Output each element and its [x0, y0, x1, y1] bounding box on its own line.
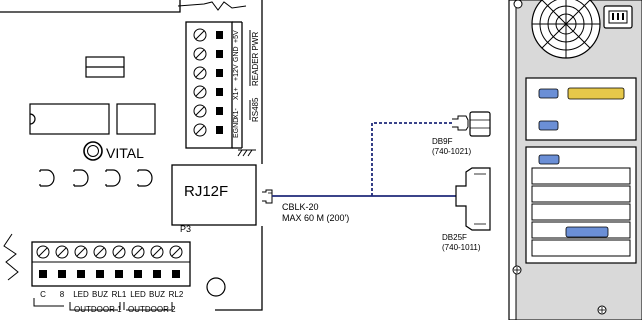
screw-terminal-4 [193, 66, 223, 80]
cable-dashed-branch [371, 122, 452, 196]
db25f-connector [455, 167, 491, 231]
bottom-screw-terminal-8 [169, 245, 183, 278]
p3-label: P3 [180, 224, 191, 234]
slot-serial-port [538, 154, 560, 165]
right-pin-label: GND [233, 46, 240, 62]
bottom-screw-terminal-2 [55, 245, 69, 278]
db25-port [565, 226, 609, 238]
pc-rear-panel [508, 0, 642, 320]
cable-cblk-20 [272, 122, 456, 197]
pc-chassis [508, 0, 642, 320]
right-pin-label: +5V [233, 30, 240, 43]
bottom-pin-label: BUZ [92, 290, 108, 299]
vital-led [83, 141, 103, 161]
right-terminal-block [185, 21, 243, 149]
screw-terminal-3 [193, 85, 223, 99]
mounting-hole [206, 277, 226, 297]
bottom-pin-label: RL1 [112, 290, 127, 299]
serial-port-1 [538, 88, 559, 99]
bottom-pin-label: BUZ [149, 290, 165, 299]
screw-terminal-5 [193, 47, 223, 61]
bottom-screw-terminal-7 [150, 245, 164, 278]
db25f-part: (740-1011) [442, 243, 481, 252]
cable-name-label: CBLK-20 [282, 202, 319, 212]
outdoor2-label: OUTDOOR 2 [128, 305, 176, 314]
rj12-plug [262, 189, 273, 204]
outdoor-brackets [33, 298, 173, 311]
led-row [39, 169, 153, 187]
board-break-mark-left [3, 233, 19, 281]
expansion-slot [531, 239, 631, 257]
db9f-name: DB9F [432, 137, 453, 146]
expansion-slot [531, 185, 631, 203]
bottom-screw-terminal-1 [36, 245, 50, 278]
bottom-screw-terminal-4 [93, 245, 107, 278]
db25f-name: DB25F [442, 233, 467, 242]
ground-symbol [237, 149, 256, 157]
screw-terminal-2 [193, 104, 223, 118]
bottom-terminal-block [31, 241, 191, 287]
power-inlet [603, 5, 633, 29]
rj12f-label: RJ12F [184, 183, 228, 200]
ic-chip [29, 103, 110, 135]
right-pin-label: +12V [233, 64, 240, 81]
bottom-screw-terminal-5 [112, 245, 126, 278]
rs485-group-label: RS485 [251, 97, 260, 122]
io-panel [525, 77, 637, 141]
vital-label: VITAL [106, 145, 144, 161]
expansion-slot [531, 167, 631, 185]
bottom-screw-terminal-3 [74, 245, 88, 278]
right-pin-label: EGND [233, 118, 240, 138]
bottom-pin-label: LED [130, 290, 146, 299]
small-chip [85, 56, 125, 78]
right-pin-label: X1- [233, 107, 240, 119]
bottom-pin-label: RL2 [169, 290, 184, 299]
db9f-connector [452, 111, 491, 137]
cable-length-label: MAX 60 M (200') [282, 213, 349, 223]
expansion-slot [531, 203, 631, 221]
bottom-pin-label: 8 [60, 290, 65, 299]
right-pin-label: X1+ [233, 87, 240, 100]
board-right-edge-lower [215, 226, 263, 311]
serial-port-2 [538, 120, 559, 131]
board-top-edge [0, 0, 181, 13]
parallel-port [567, 87, 625, 100]
crystal [116, 103, 156, 135]
rj12f-jack [171, 164, 257, 226]
expansion-slots [531, 167, 631, 257]
screw-icon [513, 0, 523, 9]
bottom-pin-label: C [40, 290, 46, 299]
screw-terminal-6 [193, 28, 223, 42]
screw-terminal-1 [193, 123, 223, 137]
db9f-part: (740-1021) [432, 147, 471, 156]
reader-pwr-group-label: READER PWR [251, 32, 260, 86]
board-break-mark-top [177, 1, 247, 11]
bottom-screw-terminal-6 [131, 245, 145, 278]
bottom-pin-label: LED [73, 290, 89, 299]
outdoor1-label: OUTDOOR 1 [74, 305, 122, 314]
controller-board [0, 0, 263, 311]
fan-grille [531, 0, 601, 59]
